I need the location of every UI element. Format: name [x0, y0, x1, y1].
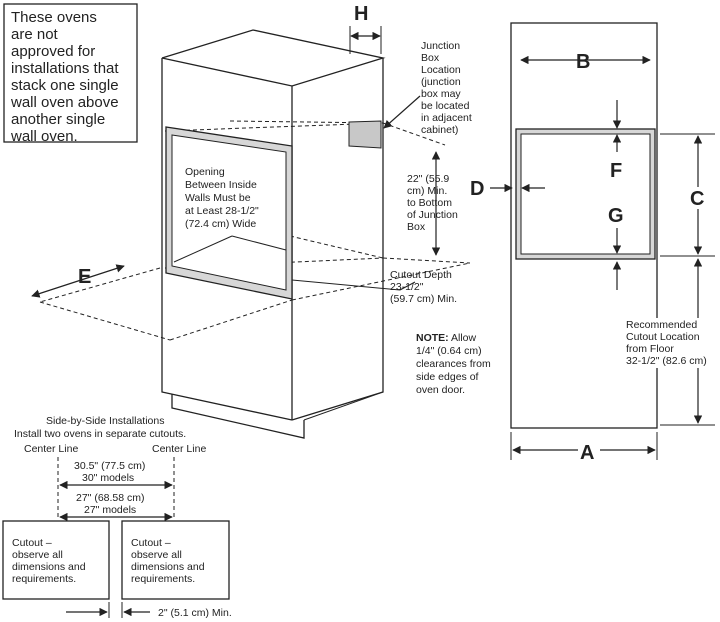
min-gap-text: 2" (5.1 cm) Min. [158, 607, 232, 619]
cabinet [39, 29, 471, 439]
center-line-left: Center Line [24, 443, 78, 455]
label-h: H [354, 3, 368, 25]
dim-30-models: 30" models [82, 472, 134, 484]
opening-text: Opening Between Inside Walls Must be at … [185, 166, 262, 230]
junction-box-text: Junction Box Location (junction box may … [421, 40, 475, 136]
junction-box [348, 120, 382, 149]
cutout-depth-text: Cutout Depth 23-1/2" (59.7 cm) Min. [390, 269, 457, 305]
label-e: E [78, 266, 91, 288]
cutout-left-text: Cutout – observe all dimensions and requ… [12, 537, 88, 585]
warning-box [3, 3, 138, 143]
label-d: D [470, 178, 484, 200]
note-text: NOTE: Allow 1/4" (0.64 cm) clearances fr… [416, 332, 494, 396]
cutout-frame [165, 126, 293, 300]
wall-elevation [510, 22, 658, 429]
label-f: F [610, 160, 622, 182]
label-g: G [608, 205, 624, 227]
side-by-side-title: Side-by-Side Installations [46, 415, 164, 427]
cutout-right-text: Cutout – observe all dimensions and requ… [131, 537, 207, 585]
cutout-box-right [121, 520, 230, 600]
label-c: C [690, 188, 704, 210]
recommended-text: Recommended Cutout Location from Floor 3… [626, 319, 707, 367]
cutout-box-left [2, 520, 110, 600]
side-by-side-subtitle: Install two ovens in separate cutouts. [14, 428, 186, 440]
dim-27-text: 27" (68.58 cm) [76, 492, 145, 504]
label-b: B [576, 51, 590, 73]
dim-30-text: 30.5" (77.5 cm) [74, 460, 145, 472]
warning-text: These ovens are not approved for install… [10, 9, 123, 145]
junction-distance-text: 22" (55.9 cm) Min. to Bottom of Junction… [407, 173, 461, 233]
label-a: A [580, 442, 594, 464]
dim-27-models: 27" models [84, 504, 136, 516]
center-line-right: Center Line [152, 443, 206, 455]
